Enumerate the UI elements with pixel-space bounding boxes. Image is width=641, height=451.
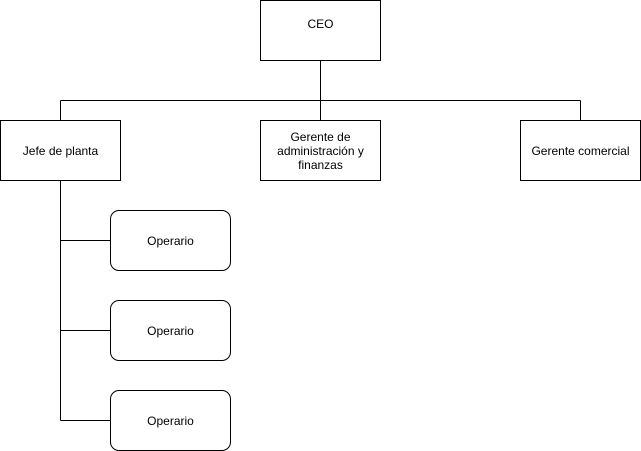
operario-box[interactable]: Operario [110,210,231,271]
ceo-box[interactable]: CEO [260,0,381,61]
gerente-comercial-box[interactable]: Gerente comercial [520,120,641,181]
jefe-de-planta-label: Jefe de planta [22,143,99,158]
operario-box[interactable]: Operario [110,300,231,361]
operario-label: Operario [147,323,194,338]
gerente-administracion-label: Gerente de administración y finanzas [277,129,364,172]
gerente-comercial-label: Gerente comercial [531,143,630,158]
operario-box[interactable]: Operario [110,390,231,451]
gerente-administracion-box[interactable]: Gerente de administración y finanzas [260,120,381,181]
jefe-de-planta-box[interactable]: Jefe de planta [0,120,121,181]
operario-label: Operario [147,413,194,428]
operario-label: Operario [147,233,194,248]
ceo-label: CEO [307,17,334,31]
